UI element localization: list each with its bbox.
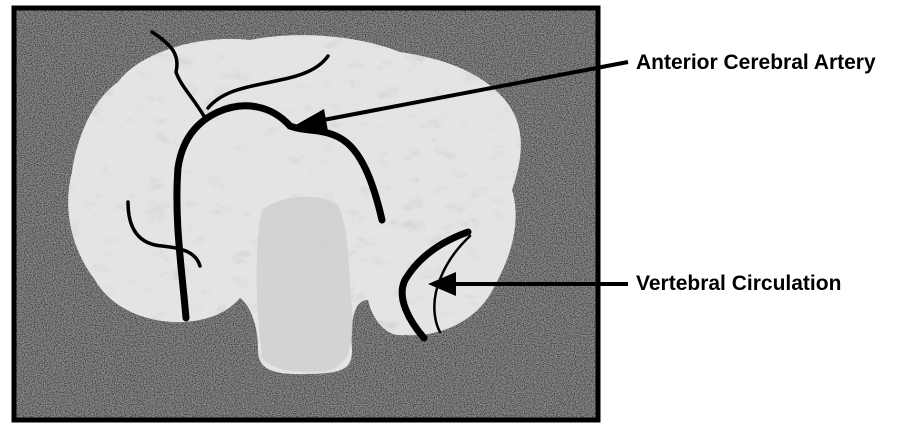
photo-panel (14, 8, 598, 420)
label-vertebral-circulation: Vertebral Circulation (636, 273, 841, 294)
label-anterior-cerebral-artery: Anterior Cerebral Artery (636, 52, 876, 73)
brainstem (257, 197, 353, 372)
